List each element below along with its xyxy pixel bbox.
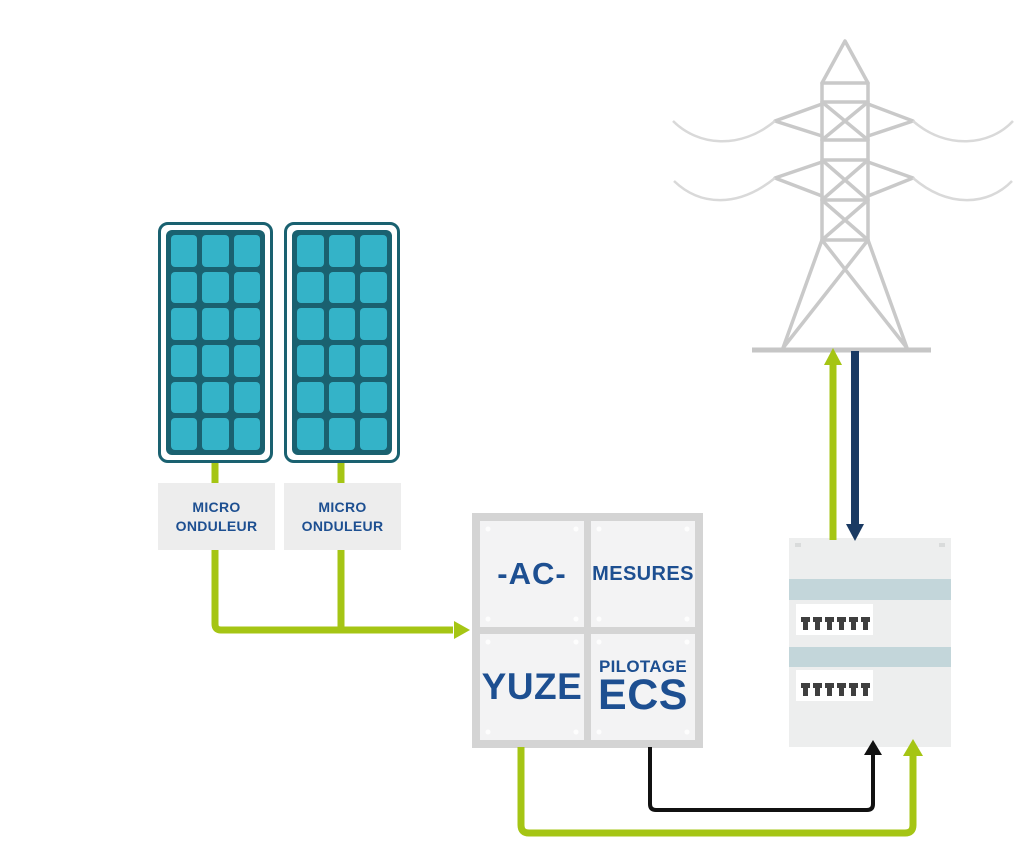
circuit-breaker-icon — [813, 617, 822, 630]
mesures-label: MESURES — [592, 562, 694, 585]
solar-cell — [297, 271, 324, 304]
energy-gateway-box: -AC- MESURES YUZE PILOTAGE ECS — [472, 513, 703, 748]
screw-icon — [939, 543, 945, 547]
solar-panel-2 — [284, 222, 400, 463]
solar-cell — [360, 381, 387, 414]
solar-cell — [171, 418, 198, 450]
din-rail-band-2 — [789, 647, 951, 667]
solar-cell — [297, 344, 324, 377]
solar-cell — [171, 271, 198, 304]
ac-label: -AC- — [497, 556, 567, 591]
micro-inverter-label-line2: ONDULEUR — [301, 517, 384, 534]
solar-cell — [360, 418, 387, 450]
transmission-tower-icon — [773, 39, 915, 350]
quadrant-ac: -AC- — [480, 521, 584, 627]
micro-inverter-label: MICRO ONDULEUR — [302, 498, 384, 536]
solar-cell — [171, 381, 198, 414]
circuit-breaker-icon — [861, 617, 870, 630]
micro-inverter-1-box: MICRO ONDULEUR — [158, 483, 275, 550]
solar-panel-grid — [166, 230, 265, 455]
solar-cell — [233, 344, 260, 377]
quadrant-pilotage-ecs: PILOTAGE ECS — [591, 634, 695, 740]
din-rail-band-1 — [789, 579, 951, 600]
circuit-breaker-icon — [825, 617, 834, 630]
solar-cell — [297, 381, 324, 414]
solar-cell — [233, 235, 260, 267]
screw-icon — [795, 543, 801, 547]
circuit-breaker-icon — [801, 683, 810, 696]
solar-cell — [202, 381, 229, 414]
solar-cell — [328, 271, 356, 304]
solar-cell — [360, 308, 387, 340]
solar-cell — [297, 308, 324, 340]
circuit-breaker-icon — [813, 683, 822, 696]
micro-inverter-label-line1: MICRO — [192, 498, 241, 515]
solar-cell — [328, 418, 356, 450]
ecs-label: ECS — [598, 671, 688, 720]
solar-cell — [360, 344, 387, 377]
solar-cell — [233, 271, 260, 304]
solar-cell — [202, 418, 229, 450]
solar-cell — [171, 235, 198, 267]
solar-cell — [202, 308, 229, 340]
solar-cell — [233, 418, 260, 450]
pv-to-gateway-arrowhead — [454, 621, 470, 639]
circuit-breaker-icon — [801, 617, 810, 630]
solar-cell — [297, 235, 324, 267]
breaker-row-2 — [796, 670, 873, 701]
yuze-label: YUZE — [481, 666, 583, 707]
distribution-board — [789, 538, 951, 747]
micro-inverter-label-line1: MICRO — [318, 498, 367, 515]
solar-cell — [202, 271, 229, 304]
circuit-breaker-icon — [825, 683, 834, 696]
solar-cell — [202, 344, 229, 377]
quadrant-yuze: YUZE — [480, 634, 584, 740]
solar-cell — [171, 308, 198, 340]
circuit-breaker-icon — [849, 683, 858, 696]
power-line-wires — [672, 120, 1014, 202]
export-to-grid-arrowhead — [824, 348, 842, 365]
solar-panel-grid — [292, 230, 392, 455]
circuit-breaker-icon — [861, 683, 870, 696]
solar-cell — [328, 344, 356, 377]
breaker-row-1 — [796, 604, 873, 635]
solar-cell — [202, 235, 229, 267]
ecs-to-board-cable — [648, 747, 875, 812]
solar-cell — [233, 381, 260, 414]
micro-inverter-label-line2: ONDULEUR — [175, 517, 258, 534]
solar-cell — [328, 381, 356, 414]
solar-panel-1 — [158, 222, 273, 463]
circuit-breaker-icon — [837, 683, 846, 696]
solar-cell — [171, 344, 198, 377]
solar-cell — [297, 418, 324, 450]
solar-cell — [328, 235, 356, 267]
quadrant-mesures: MESURES — [591, 521, 695, 627]
yuze-to-board-cable — [517, 747, 917, 837]
micro-inverter-2-box: MICRO ONDULEUR — [284, 483, 401, 550]
solar-cell — [360, 271, 387, 304]
solar-cell — [233, 308, 260, 340]
circuit-breaker-icon — [849, 617, 858, 630]
micro-inverter-label: MICRO ONDULEUR — [176, 498, 258, 536]
pilotage-label: PILOTAGE — [598, 657, 688, 677]
solar-cell — [328, 308, 356, 340]
solar-cell — [360, 235, 387, 267]
circuit-breaker-icon — [837, 617, 846, 630]
